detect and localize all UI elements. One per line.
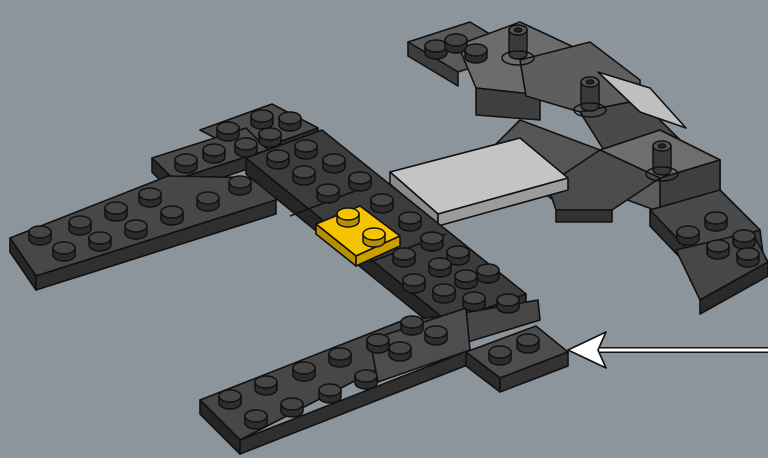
- stud: [319, 384, 341, 403]
- stud: [235, 138, 257, 157]
- stud: [707, 240, 729, 259]
- stud: [219, 390, 241, 409]
- stud: [363, 228, 385, 247]
- stud: [389, 342, 411, 361]
- stud: [53, 242, 75, 261]
- stud: [677, 226, 699, 245]
- stud: [465, 44, 487, 63]
- stud: [393, 248, 415, 267]
- stud: [69, 216, 91, 235]
- stud: [293, 362, 315, 381]
- stud: [259, 128, 281, 147]
- stud: [349, 172, 371, 191]
- stud: [455, 270, 477, 289]
- stud: [477, 264, 499, 283]
- stud: [425, 40, 447, 59]
- stud: [403, 274, 425, 293]
- stud: [217, 122, 239, 141]
- stud: [255, 376, 277, 395]
- stud: [245, 410, 267, 429]
- stud: [229, 176, 251, 195]
- stud: [105, 202, 127, 221]
- stud: [401, 316, 423, 335]
- stud: [367, 334, 389, 353]
- stud: [267, 150, 289, 169]
- stud: [329, 348, 351, 367]
- stud: [323, 154, 345, 173]
- stud: [125, 220, 147, 239]
- stud: [429, 258, 451, 277]
- stud: [161, 206, 183, 225]
- stud: [705, 212, 727, 231]
- stud: [317, 184, 339, 203]
- stud: [433, 284, 455, 303]
- stud: [399, 212, 421, 231]
- stud: [279, 112, 301, 131]
- stud: [425, 326, 447, 345]
- stud: [445, 34, 467, 53]
- stud: [463, 292, 485, 311]
- stud: [197, 192, 219, 211]
- stud: [89, 232, 111, 251]
- stud: [251, 110, 273, 129]
- stud: [497, 294, 519, 313]
- stud: [517, 334, 539, 353]
- stud: [355, 370, 377, 389]
- stud: [281, 398, 303, 417]
- stud: [293, 166, 315, 185]
- stud: [203, 144, 225, 163]
- stud: [295, 140, 317, 159]
- stud: [489, 346, 511, 365]
- stud: [337, 208, 359, 227]
- stud: [733, 230, 755, 249]
- stud: [371, 194, 393, 213]
- stud: [737, 248, 759, 267]
- stud: [421, 232, 443, 251]
- stud: [175, 154, 197, 173]
- stud: [139, 188, 161, 207]
- stud: [29, 226, 51, 245]
